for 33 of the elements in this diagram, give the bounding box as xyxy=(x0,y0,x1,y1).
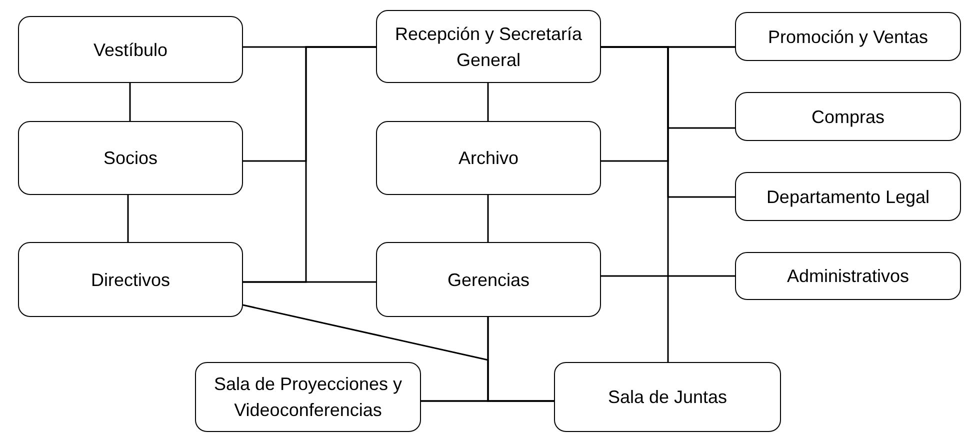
room-label: Directivos xyxy=(90,268,170,292)
connector-line xyxy=(487,83,489,121)
room-box xyxy=(735,92,961,141)
connector-line xyxy=(129,83,131,121)
room-label: Gerencias xyxy=(447,268,530,292)
room-label: Departamento Legal xyxy=(766,186,930,209)
room-label: Administrativos xyxy=(786,265,910,288)
room-box xyxy=(376,10,601,83)
room-box xyxy=(195,362,421,432)
room-box xyxy=(18,242,243,317)
room-box xyxy=(735,252,961,300)
connector-line xyxy=(601,275,735,277)
room-label: Promoción y Ventas xyxy=(768,26,928,49)
room-box xyxy=(554,362,781,432)
room-label: Vestíbulo xyxy=(93,38,168,62)
connector-line xyxy=(601,46,669,362)
room-label: Compras xyxy=(811,106,885,129)
room-label: Recepción y Secretaría General xyxy=(394,22,584,72)
room-label: Archivo xyxy=(458,147,519,170)
room-label: Socios xyxy=(103,147,158,170)
connector-line xyxy=(421,400,554,402)
room-label: Sala de Juntas xyxy=(608,386,728,409)
room-box xyxy=(376,242,601,317)
connector-line xyxy=(243,281,376,283)
room-box xyxy=(376,121,601,195)
room-label: Sala de Proyecciones y Videoconferencias xyxy=(212,373,404,422)
room-box xyxy=(735,12,961,61)
connector-line xyxy=(487,195,489,242)
room-box xyxy=(735,172,961,221)
room-box xyxy=(18,16,243,83)
room-box xyxy=(18,121,243,195)
connector-line xyxy=(127,195,129,242)
connector-line xyxy=(601,46,735,162)
